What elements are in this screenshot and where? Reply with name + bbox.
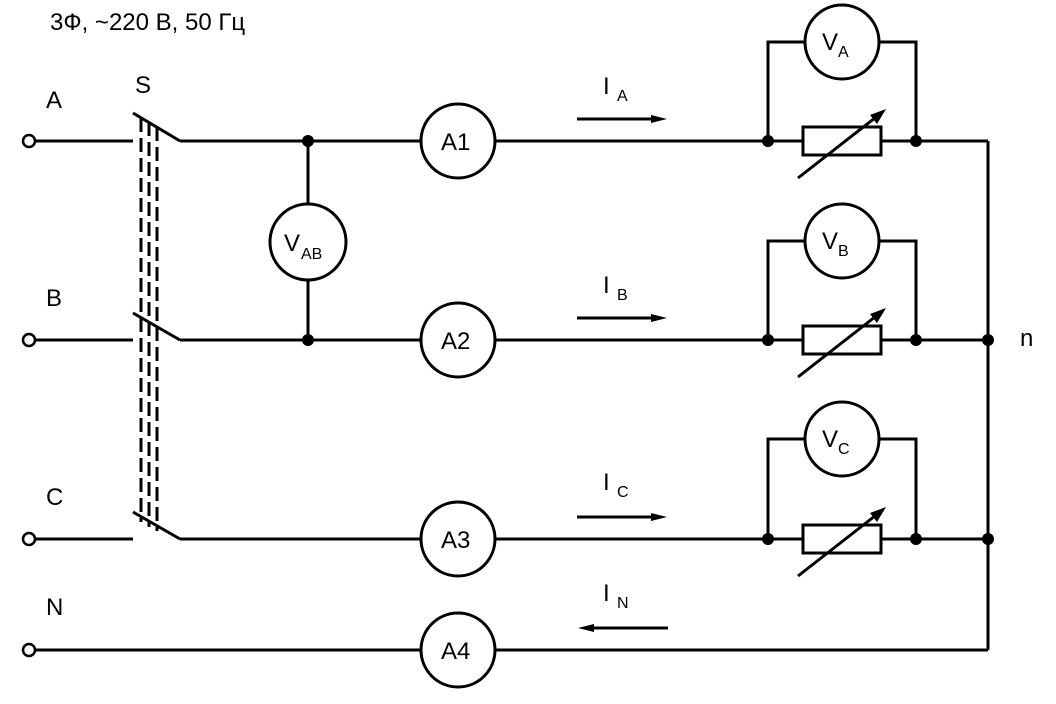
vab-main: V bbox=[284, 230, 300, 257]
terminal-n bbox=[21, 642, 37, 658]
ammeter-a3: A3 bbox=[419, 500, 497, 578]
svg-text:I: I bbox=[603, 272, 610, 299]
svg-text:V: V bbox=[822, 426, 838, 453]
switch-label: S bbox=[135, 72, 151, 99]
ammeter-a2: A2 bbox=[419, 301, 497, 379]
terminal-c bbox=[21, 531, 37, 547]
arrow-right-icon bbox=[651, 513, 667, 521]
svg-text:B: B bbox=[838, 243, 849, 260]
input-leads bbox=[21, 133, 420, 658]
ammeter-a4: A4 bbox=[419, 611, 497, 689]
svg-text:I: I bbox=[603, 469, 610, 496]
svg-text:A: A bbox=[838, 44, 849, 61]
phase-lines bbox=[180, 139, 990, 652]
arrow-right-icon bbox=[651, 115, 667, 123]
svg-text:V: V bbox=[822, 29, 838, 56]
svg-text:I: I bbox=[603, 580, 610, 607]
supply-label: 3Ф, ~220 В, 50 Гц bbox=[50, 9, 245, 36]
variable-resistor-icon bbox=[801, 324, 883, 356]
svg-text:N: N bbox=[617, 595, 629, 612]
current-ib: I B bbox=[577, 272, 667, 322]
arrow-right-icon bbox=[651, 314, 667, 322]
current-in: I N bbox=[578, 580, 668, 632]
variable-resistor-icon bbox=[801, 125, 883, 157]
current-ic: I C bbox=[577, 469, 667, 521]
neutral-junction bbox=[982, 334, 994, 346]
load-branch-a: V A bbox=[762, 3, 922, 180]
svg-text:C: C bbox=[617, 484, 629, 501]
terminal-label-b: B bbox=[46, 285, 62, 312]
terminal-label-n: N bbox=[46, 594, 63, 621]
terminal-label-c: C bbox=[46, 484, 63, 511]
terminal-label-a: A bbox=[46, 87, 62, 114]
svg-text:I: I bbox=[603, 73, 610, 100]
ammeter-a1: A1 bbox=[419, 102, 497, 180]
svg-text:A1: A1 bbox=[441, 129, 470, 156]
variable-resistor-icon bbox=[801, 523, 883, 555]
svg-text:C: C bbox=[838, 441, 850, 458]
svg-text:A: A bbox=[617, 88, 628, 105]
neutral-point-label: n bbox=[1020, 325, 1033, 352]
arrow-left-icon bbox=[578, 624, 594, 632]
terminal-b bbox=[21, 332, 37, 348]
svg-text:A4: A4 bbox=[441, 638, 470, 665]
switch-s bbox=[132, 111, 181, 541]
svg-text:A3: A3 bbox=[441, 527, 470, 554]
line-voltmeter-vab: V AB bbox=[268, 135, 348, 346]
vab-sub: AB bbox=[301, 246, 322, 263]
svg-text:B: B bbox=[617, 287, 628, 304]
load-branch-c: V C bbox=[762, 400, 922, 578]
neutral-junction bbox=[982, 533, 994, 545]
terminal-a bbox=[21, 133, 37, 149]
svg-text:A2: A2 bbox=[441, 328, 470, 355]
current-ia: I A bbox=[577, 73, 667, 123]
load-branch-b: V B bbox=[762, 202, 922, 379]
svg-text:V: V bbox=[822, 228, 838, 255]
